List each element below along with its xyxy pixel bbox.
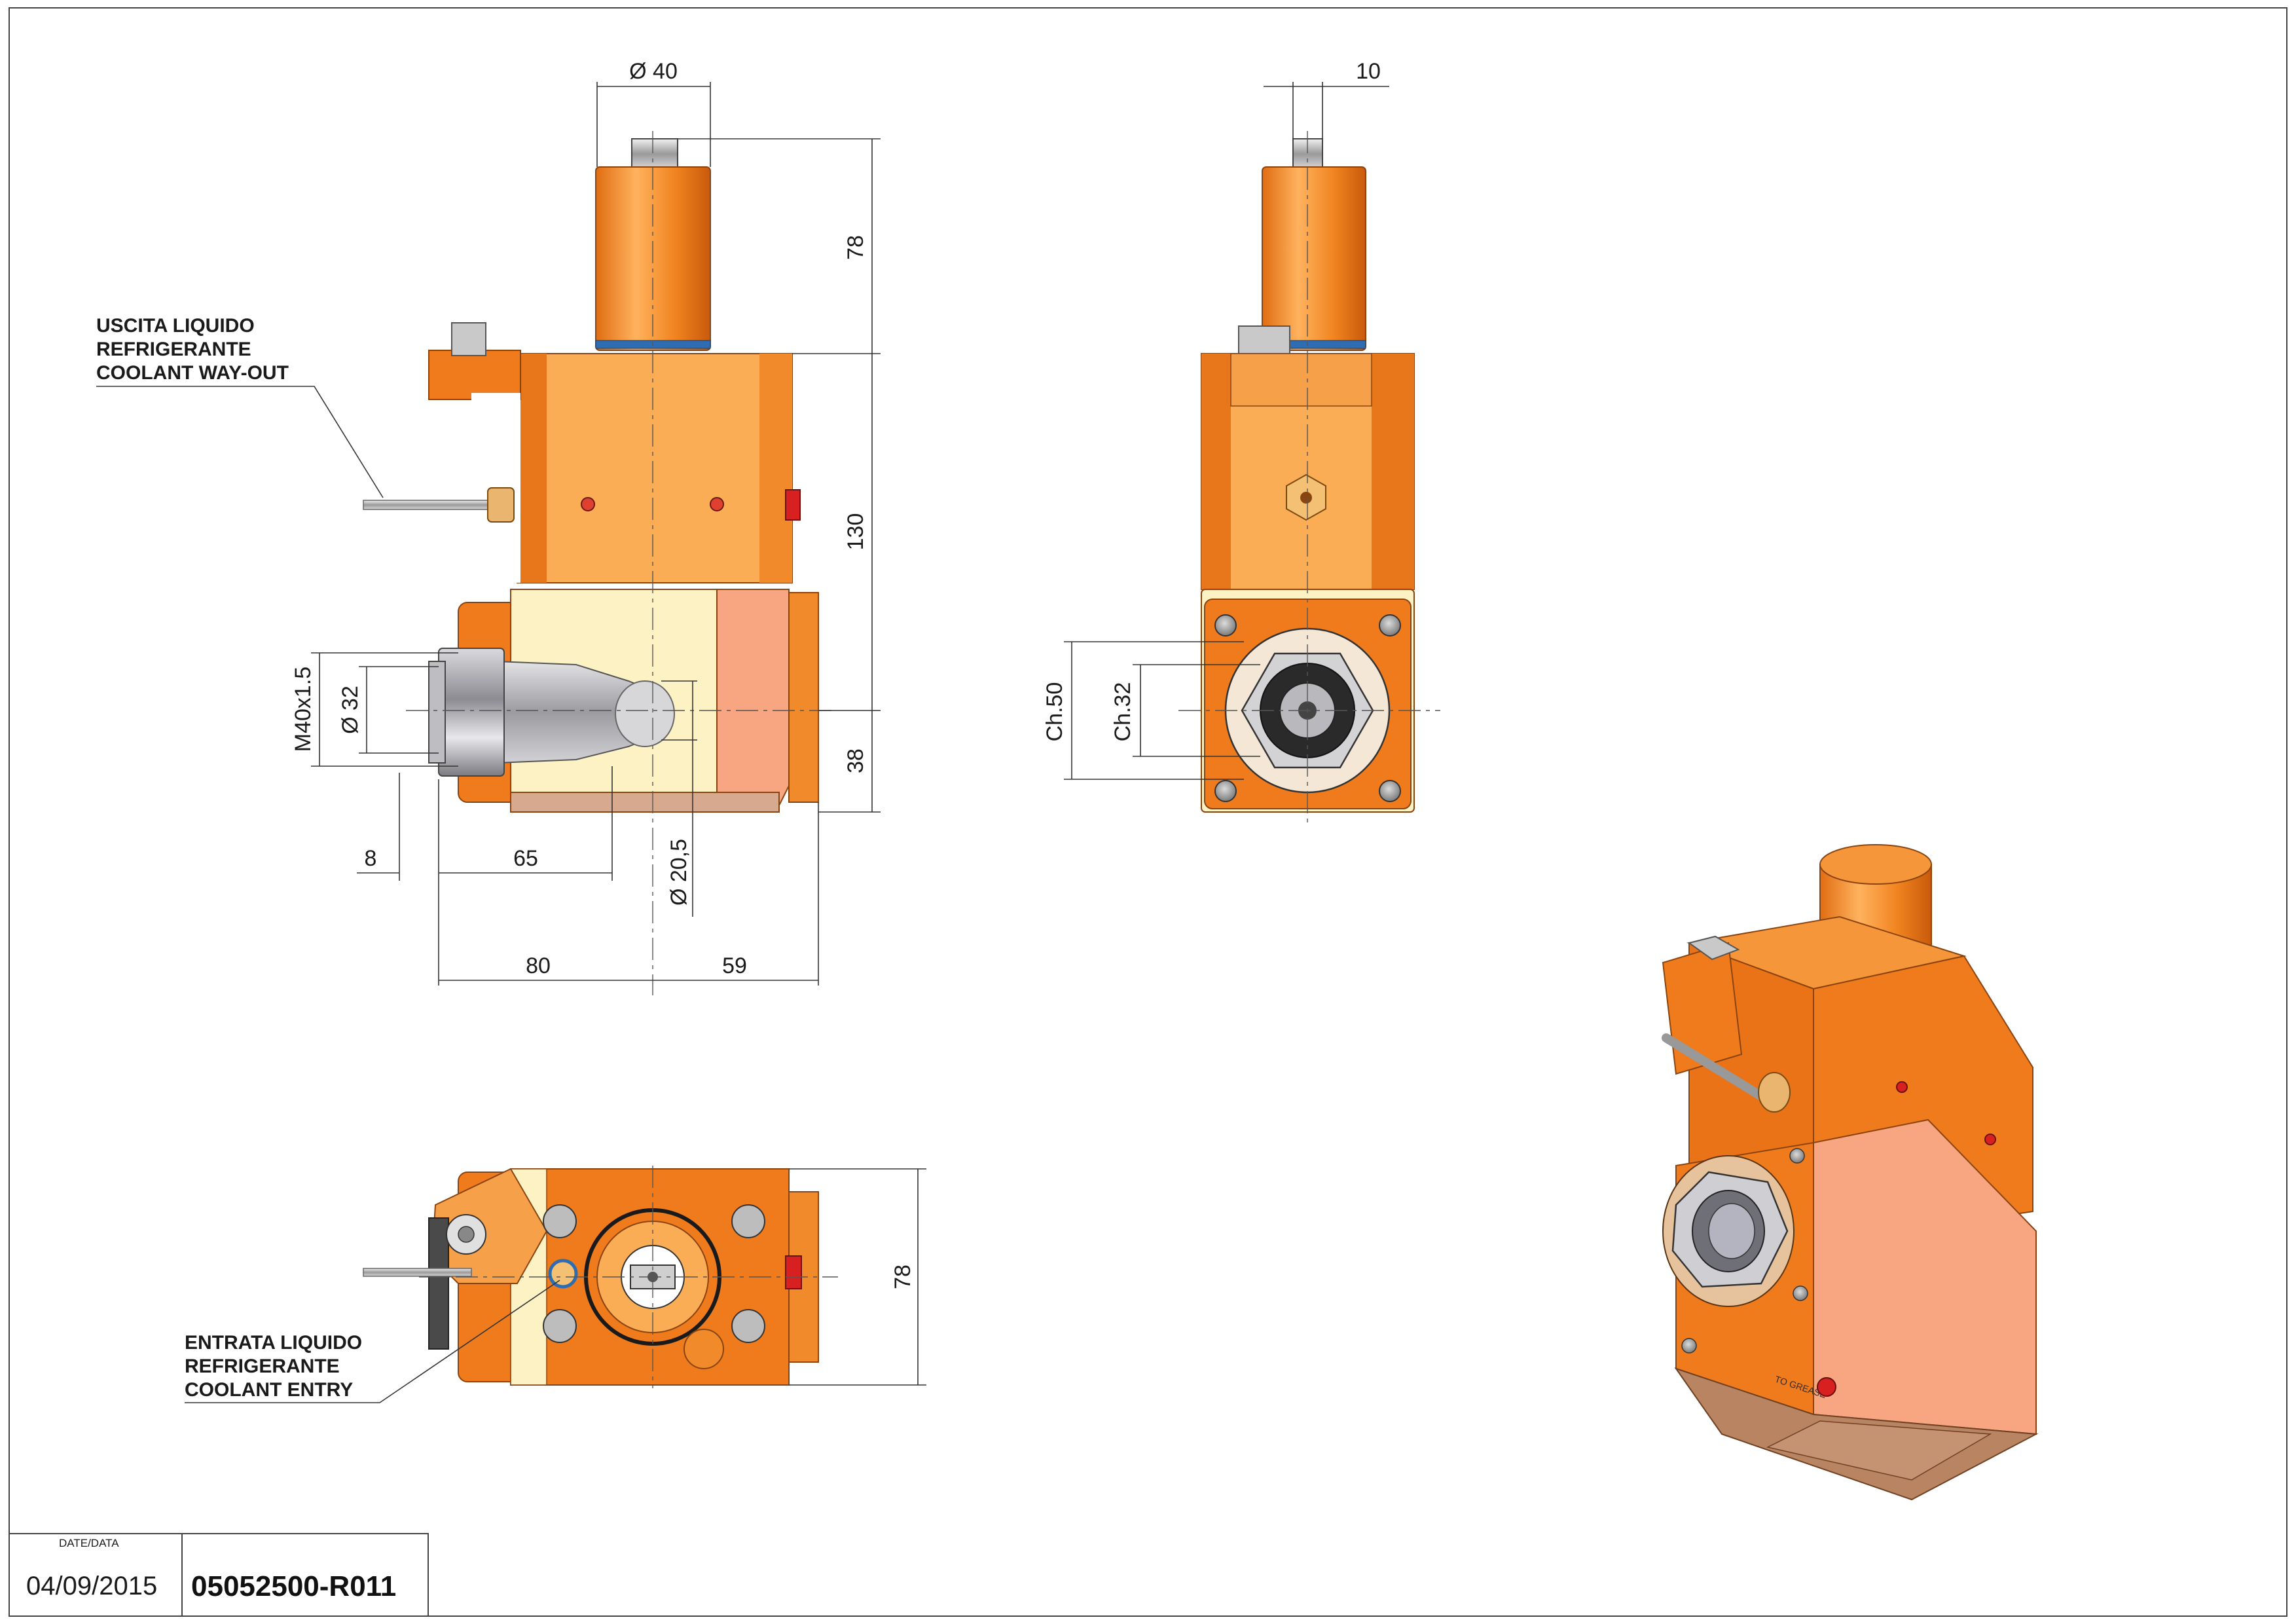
side-shank — [1262, 166, 1366, 351]
dim-ch32-label: Ch.32 — [1110, 682, 1135, 742]
isometric-view: TO GREASE — [1662, 844, 2039, 1501]
front-head-side — [716, 589, 790, 813]
dim-59-label: 59 — [722, 953, 747, 978]
dim-lower-height-label: 38 — [843, 748, 868, 773]
dim-right-column: 78 130 38 — [678, 138, 881, 813]
iso-port — [1984, 1134, 1996, 1145]
iso-bracket-bolt — [1687, 935, 1740, 961]
iso-bracket — [1662, 942, 1743, 1075]
coolant-outlet-fitting — [487, 487, 515, 523]
note-coolant-in-line-2: REFRIGERANTE — [185, 1356, 340, 1377]
note-coolant-way-out: USCITA LIQUIDO REFRIGERANTE COOLANT WAY-… — [96, 315, 384, 498]
dim-key-width: 10 — [1264, 59, 1389, 139]
dim-top-depth-label: 78 — [890, 1264, 915, 1289]
top-bracket-block — [428, 1217, 449, 1350]
side-body-right — [1372, 354, 1414, 589]
note-coolant-entry: ENTRATA LIQUIDO REFRIGERANTE COOLANT ENT… — [185, 1280, 560, 1403]
top-grease-point — [683, 1329, 724, 1369]
title-block: DATE/DATA 04/09/2015 05052500-R011 — [9, 1533, 429, 1617]
front-port-hole — [581, 497, 595, 511]
dim-65-label: 65 — [513, 846, 538, 871]
side-flange-bolt — [1379, 780, 1401, 802]
front-port-hole — [710, 497, 724, 511]
dim-left-column: M40x1.5 Ø 32 — [291, 652, 458, 767]
note-coolant-in-leader — [185, 1280, 560, 1403]
front-spindle-nose — [615, 680, 675, 747]
top-coolant-pipe — [363, 1268, 472, 1277]
top-grease-plug — [785, 1255, 802, 1289]
dim-shank-height-label: 78 — [843, 235, 868, 260]
front-bolt-head — [451, 322, 486, 356]
front-head-base — [510, 792, 780, 813]
front-body-right — [759, 354, 792, 583]
sheet-border — [9, 7, 2287, 1617]
side-body-left — [1201, 354, 1231, 589]
front-coolant-bracket — [428, 350, 521, 400]
note-coolant-out-line-3: COOLANT WAY-OUT — [96, 362, 289, 384]
dim-shank-diameter: Ø 40 — [596, 59, 711, 167]
top-bracket-bolt-inner — [458, 1226, 475, 1243]
front-grease-plug — [785, 489, 801, 521]
iso-port — [1896, 1081, 1908, 1093]
iso-grease-nipple — [1817, 1377, 1836, 1397]
side-view: 10 Ch.50 Ch.32 — [1042, 59, 1440, 825]
note-coolant-out-line-2: REFRIGERANTE — [96, 339, 251, 360]
note-coolant-in-line-1: ENTRATA LIQUIDO — [185, 1332, 362, 1354]
dim-collet-diameter-label: Ø 32 — [338, 686, 363, 734]
dim-80-label: 80 — [526, 953, 551, 978]
front-collet-face — [428, 661, 446, 764]
iso-flange-bolt — [1681, 1338, 1697, 1354]
note-coolant-out-line-1: USCITA LIQUIDO — [96, 315, 255, 337]
side-locator-block — [1238, 325, 1290, 357]
title-block-date-label: DATE/DATA — [59, 1537, 119, 1549]
side-top-band — [1230, 353, 1372, 407]
side-flange-bolt — [1214, 780, 1237, 802]
iso-coolant-fitting — [1758, 1072, 1791, 1113]
note-coolant-in-line-3: COOLANT ENTRY — [185, 1379, 353, 1401]
dim-shank-diameter-label: Ø 40 — [629, 59, 678, 84]
dim-8-label: 8 — [365, 846, 377, 871]
iso-shank-top — [1819, 844, 1932, 885]
side-nut-hole — [1300, 492, 1312, 504]
front-collet-nut — [438, 648, 505, 777]
dim-top-depth: 78 — [789, 1168, 926, 1386]
front-shank-key — [631, 138, 678, 170]
top-view: 78 — [363, 1166, 926, 1388]
front-view: Ø 40 78 130 38 M40x1.5 Ø 32 — [291, 59, 881, 995]
dim-flats: Ch.50 Ch.32 — [1042, 641, 1260, 780]
dim-spindle-diameter-label: Ø 20,5 — [666, 839, 691, 906]
dim-key-width-label: 10 — [1356, 59, 1381, 84]
iso-flange-bolt — [1793, 1285, 1808, 1301]
top-coolant-inlet — [548, 1259, 578, 1289]
top-cap-screw — [543, 1204, 577, 1238]
dim-spindle-diameter: Ø 20,5 — [661, 680, 697, 917]
top-cap-screw — [731, 1204, 765, 1238]
front-body-shade — [517, 354, 547, 583]
title-block-date: 04/09/2015 — [26, 1572, 157, 1600]
iso-collet-inner — [1708, 1203, 1755, 1259]
iso-flange-bolt — [1789, 1148, 1805, 1164]
dim-body-height-label: 130 — [843, 513, 868, 551]
iso-head-recess — [1766, 1420, 1992, 1481]
front-body — [517, 353, 793, 583]
dim-thread-label: M40x1.5 — [291, 667, 316, 752]
iso-coolant-pipe — [1662, 1033, 1772, 1105]
side-flange-bolt — [1379, 614, 1401, 637]
dim-ch50-label: Ch.50 — [1042, 682, 1067, 742]
dim-bottom-row-2: 80 59 — [438, 802, 819, 986]
top-cap-screw — [731, 1309, 765, 1343]
title-block-frame — [9, 1533, 429, 1617]
top-cap-screw — [543, 1309, 577, 1343]
title-block-drawing-code: 05052500-R011 — [191, 1570, 396, 1602]
iso-head-right — [1813, 1118, 2037, 1435]
dim-bottom-row-1: 8 65 — [357, 766, 613, 881]
side-flange-bolt — [1214, 614, 1237, 637]
note-coolant-out-leader — [96, 386, 384, 498]
front-head-face — [788, 592, 819, 803]
coolant-outlet-pipe — [363, 500, 492, 510]
